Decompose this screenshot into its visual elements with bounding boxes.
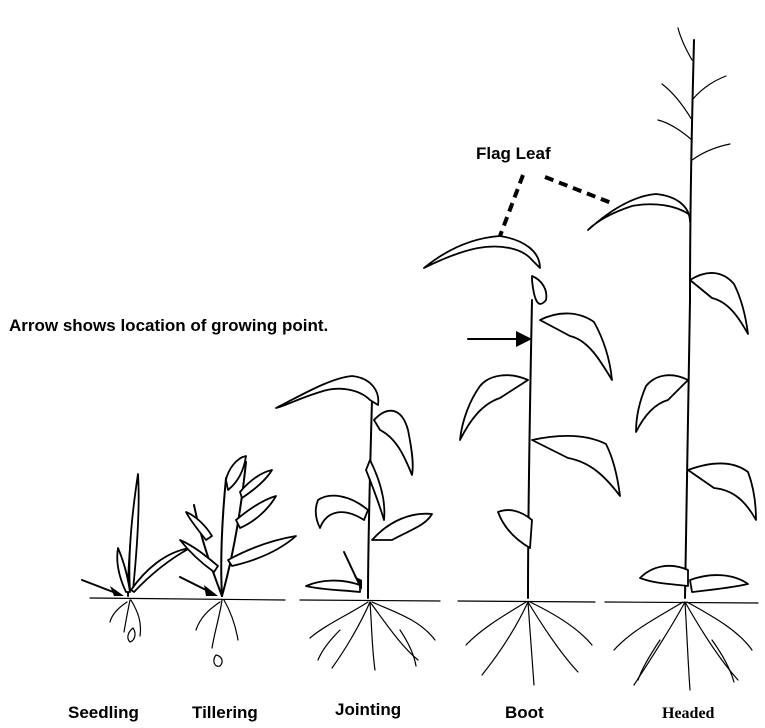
- soil-lines: [90, 598, 758, 603]
- flag-leaf-label: Flag Leaf: [476, 144, 551, 163]
- flag-leaf-leaders: [500, 175, 614, 236]
- plant-boot: [424, 236, 620, 685]
- plant-tillering: [180, 456, 296, 666]
- growing-point-caption: Arrow shows location of growing point.: [9, 316, 328, 335]
- stage-label-seedling: Seedling: [68, 703, 139, 722]
- growing-point-arrow: [468, 331, 532, 347]
- stage-label-headed: Headed: [662, 705, 715, 722]
- stage-label-jointing: Jointing: [335, 700, 401, 719]
- plant-seedling: [82, 474, 190, 642]
- stage-label-boot: Boot: [505, 703, 544, 722]
- plant-headed: [588, 28, 756, 690]
- plant-jointing: [276, 376, 435, 670]
- stage-label-tillering: Tillering: [192, 703, 258, 722]
